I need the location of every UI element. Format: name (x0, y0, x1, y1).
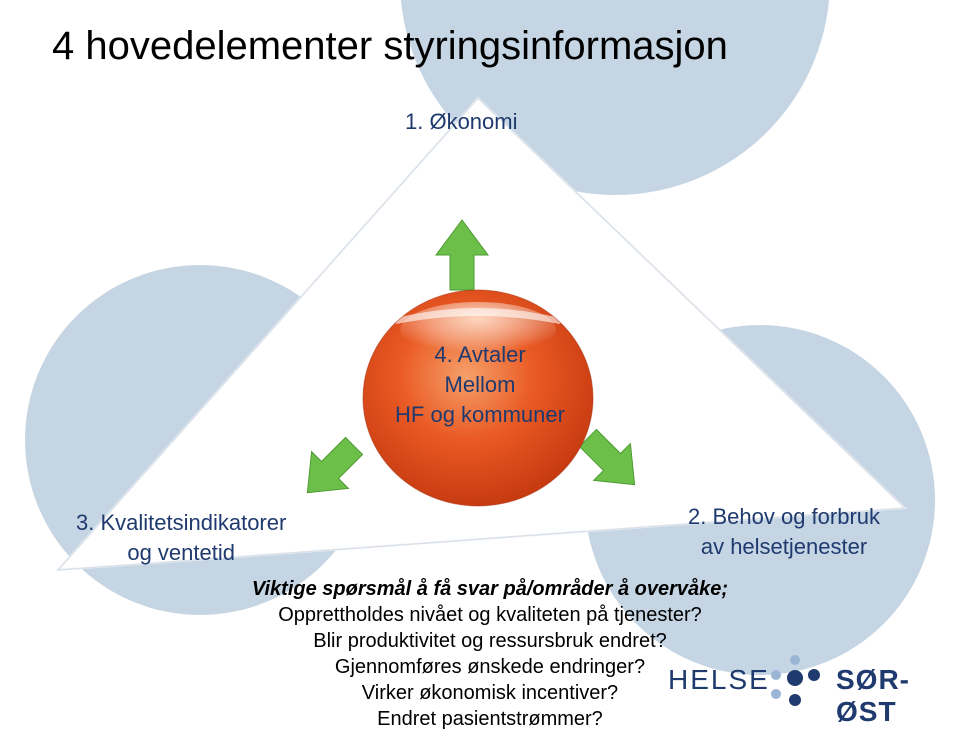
node-label-agreements: 4. Avtaler Mellom HF og kommuner (360, 340, 600, 430)
page-title: 4 hovedelementer styringsinformasjon (52, 24, 728, 68)
arrow-down-right-icon (578, 428, 636, 486)
node-label-needs: 2. Behov og forbruk av helsetjenester (688, 502, 880, 562)
node-label-agreements-line3: HF og kommuner (395, 402, 565, 427)
node-label-agreements-line1: 4. Avtaler (434, 342, 526, 367)
node-label-economy: 1. Økonomi (405, 109, 518, 134)
questions-heading: Viktige spørsmål å få svar på/områder å … (251, 578, 729, 600)
question-item: Opprettholdes nivået og kvaliteten på tj… (278, 604, 702, 626)
node-label-agreements-line2: Mellom (444, 372, 516, 397)
logo-text-sor-ost: SØR-ØST (836, 664, 910, 727)
node-label-needs-line1: 2. Behov og forbruk (688, 504, 881, 529)
node-label-needs-line2: av helsetjenester (700, 534, 868, 559)
logo-text-helse: HELSE (668, 664, 770, 695)
node-label-quality-line1: 3. Kvalitetsindikatorer (76, 510, 287, 535)
node-label-quality: 3. Kvalitetsindikatorer og ventetid (76, 508, 286, 568)
node-label-quality-line2: og ventetid (127, 540, 235, 565)
question-item: Gjennomføres ønskede endringer? (334, 656, 646, 678)
questions-block: Viktige spørsmål å få svar på/områder å … (180, 576, 800, 732)
question-item: Virker økonomisk incentiver? (361, 682, 619, 704)
center-sphere (362, 289, 594, 507)
arrow-up-icon (435, 219, 489, 291)
helse-sor-ost-logo: HELSE SØR-ØST (668, 648, 958, 727)
arrow-down-left-icon (306, 436, 364, 494)
question-item: Blir produktivitet og ressursbruk endret… (313, 630, 667, 652)
logo-dots-icon (771, 655, 820, 706)
question-item: Endret pasientstrømmer? (377, 708, 603, 730)
